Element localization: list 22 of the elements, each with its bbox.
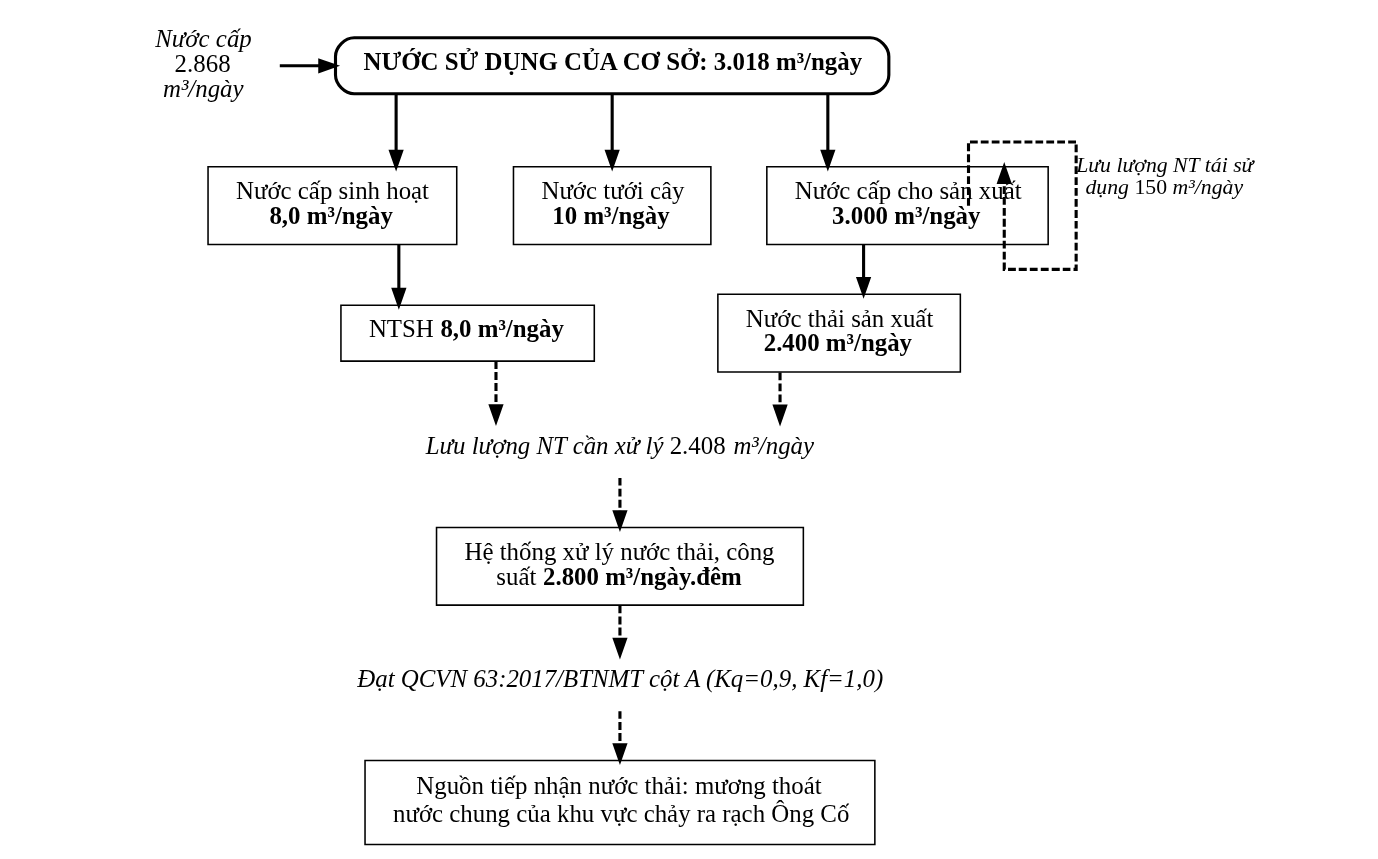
arrow: [771, 372, 788, 427]
arrow: [388, 94, 404, 172]
arrow: [855, 244, 871, 299]
node-box: Nguồn tiếp nhận nước thải: mương thoát nước chung của khu vực chảy ra rạch Ông Cố: [363, 759, 876, 846]
node-box: NTSH 8,0 m³/ngày: [339, 304, 595, 362]
node-box: Nước cấp sinh hoạt 8,0 m³/ngày: [206, 166, 457, 246]
arrow: [819, 94, 835, 172]
node-box: NƯỚC SỬ DỤNG CỦA CƠ SỞ: 3.018 m³/ngày: [333, 36, 890, 96]
arrow: [611, 605, 628, 660]
arrow: [611, 711, 628, 766]
node-text: Đạt QCVN 63:2017/BTNMT cột A (Kq=0,9, Kf=1,0): [356, 665, 883, 693]
node-text: Lưu lượng NT cần xử lý 2.408 m³/ngày: [425, 432, 814, 460]
node-text: Nước cấp 2.868 m³/ngày: [154, 24, 252, 102]
node-box: Nước thải sản xuất 2.400 m³/ngày: [716, 293, 961, 373]
node-box: Hệ thống xử lý nước thải, công suất 2.800 m³/ngày.đêm: [435, 526, 804, 606]
edge-label: Lưu lượng NT tái sử dụng 150 m³/ngày: [1075, 152, 1253, 199]
arrow: [604, 94, 620, 172]
arrow: [611, 477, 628, 532]
node-box: Nước tưới cây 10 m³/ngày: [512, 166, 712, 246]
arrow: [279, 58, 340, 74]
arrow: [487, 361, 504, 427]
arrow: [390, 244, 406, 310]
